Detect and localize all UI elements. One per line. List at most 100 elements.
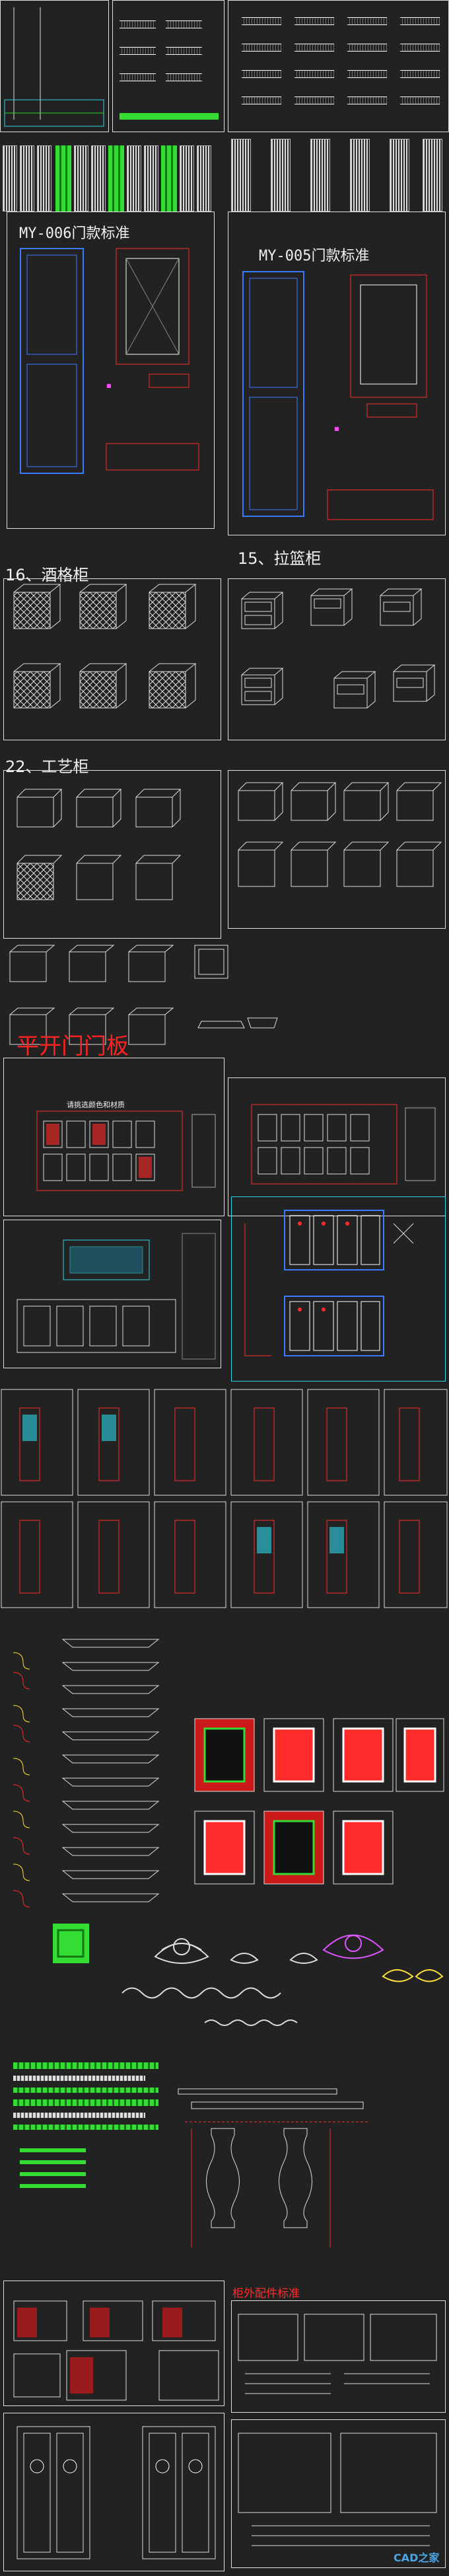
- moulding-row: [347, 44, 387, 52]
- moulding-row: [166, 20, 202, 28]
- green-bar: [20, 2160, 86, 2164]
- top-moulding-sheet-left: [0, 0, 109, 132]
- moulding-row: [347, 17, 387, 25]
- swing-door-sheet-right: [228, 1077, 446, 1216]
- swing-door-title: 平开门门板: [17, 1033, 129, 1060]
- door-005-title: MY-005门款标准: [259, 248, 370, 264]
- cabinet-elevation-sheet: [3, 1220, 221, 1368]
- green-moulding-strip: [13, 2062, 158, 2069]
- accessories-detail-sheet: CAD之家: [231, 2419, 446, 2568]
- svg-text:■: ■: [106, 383, 112, 389]
- section-15-title: 15、拉篮柜: [238, 549, 322, 568]
- craft-cabinet-extra: [3, 942, 281, 1061]
- column: [91, 145, 106, 212]
- moulding-row: [166, 47, 202, 55]
- color-option-note: 请挑选颜色和材质: [67, 1101, 125, 1109]
- carving-sheet: [46, 1910, 446, 2043]
- door-detail-row: [0, 1388, 449, 1613]
- cabinet-elevation-drawing: [17, 1233, 216, 1360]
- moulding-row: [242, 44, 281, 52]
- swing-door-sheet-left: 请挑选颜色和材质: [3, 1058, 224, 1216]
- frame-panel-drawing: [194, 1718, 444, 1885]
- moulding-row: [347, 70, 387, 78]
- baluster-drawing: [178, 2088, 370, 2247]
- pull-basket-drawing: [241, 588, 436, 709]
- top-left-drawing: [4, 7, 104, 127]
- door-006-title: MY-006门款标准: [19, 225, 130, 242]
- column: [3, 145, 17, 212]
- column: [390, 139, 409, 212]
- pull-basket-sheet: [228, 578, 446, 740]
- door-detail-drawing: [1, 1389, 448, 1608]
- craft-cabinet-sheet-right: [228, 770, 446, 929]
- top-moulding-sheet-right: [228, 0, 449, 132]
- l-cabinet-plan-sheet: [231, 1196, 446, 1382]
- crown-moulding-sheet: [0, 1626, 178, 1937]
- craft-cabinet-sheet-left: [3, 770, 221, 939]
- frame-panel-sheet: [188, 1712, 446, 1897]
- wardrobe-elevation-sheet: [3, 2413, 224, 2571]
- green-bar: [20, 2172, 86, 2176]
- moulding-row: [400, 97, 440, 104]
- door-005-drawing: ■: [242, 271, 434, 520]
- column: [127, 145, 141, 212]
- column-strip: [0, 136, 449, 215]
- column: [197, 145, 211, 212]
- green-column: [108, 145, 124, 212]
- craft-cabinet-extra-drawing: [9, 945, 278, 1045]
- moulding-row: [242, 70, 281, 78]
- wine-rack-sheet: [3, 578, 221, 740]
- moulding-row: [120, 20, 156, 28]
- white-moulding-strip: [13, 2076, 145, 2081]
- baluster-sheet: [172, 2076, 446, 2261]
- wardrobe-layout-sheet: [3, 2281, 224, 2406]
- moulding-row: [294, 17, 334, 25]
- watermark-logo: CAD之家: [394, 2552, 440, 2564]
- wardrobe-elevation-drawing: [17, 2426, 216, 2559]
- moulding-row: [347, 97, 387, 104]
- green-column: [161, 145, 177, 212]
- moulding-row: [294, 97, 334, 104]
- l-cabinet-plan-drawing: [244, 1210, 414, 1356]
- column: [20, 145, 34, 212]
- column: [74, 145, 88, 212]
- wardrobe-layout-drawing: [13, 2300, 219, 2401]
- moulding-row: [120, 47, 156, 55]
- moulding-row: [242, 17, 281, 25]
- swing-door-drawing-right: [251, 1104, 436, 1185]
- moulding-row: [400, 17, 440, 25]
- column: [271, 139, 291, 212]
- swing-door-drawing-left: [36, 1111, 216, 1191]
- crown-moulding-drawing: [13, 1639, 160, 1908]
- green-moulding-sheet: [0, 2056, 172, 2195]
- door-005-sheet: MY-005门款标准 ■: [228, 212, 446, 535]
- green-moulding: [120, 113, 219, 120]
- top-moulding-sheet-mid: [112, 0, 224, 132]
- column: [144, 145, 158, 212]
- door-006-sheet: MY-006门款标准 ■: [7, 212, 215, 529]
- moulding-row: [294, 44, 334, 52]
- column: [180, 145, 194, 212]
- moulding-row: [242, 97, 281, 104]
- column: [231, 139, 251, 212]
- column: [310, 139, 330, 212]
- moulding-row: [294, 70, 334, 78]
- door-006-drawing: ■: [20, 248, 199, 474]
- moulding-row: [166, 73, 202, 81]
- craft-cabinet-drawing-left: [17, 789, 182, 900]
- green-moulding-strip: [13, 2088, 158, 2093]
- column: [423, 139, 442, 212]
- green-moulding-strip: [13, 2099, 158, 2106]
- accessories-detail-drawing: [238, 2433, 437, 2546]
- accessories-title: 柜外配件标准: [232, 2287, 300, 2300]
- wine-rack-drawing: [13, 584, 197, 709]
- green-bar: [20, 2184, 86, 2188]
- moulding-row: [400, 70, 440, 78]
- white-moulding-strip: [13, 2113, 145, 2118]
- carving-drawing: [53, 1924, 444, 2026]
- accessories-drawing: [238, 2314, 437, 2394]
- section-22-title: 22、工艺柜: [5, 758, 89, 776]
- moulding-row: [120, 73, 156, 81]
- green-column: [55, 145, 71, 212]
- green-bar: [20, 2148, 86, 2152]
